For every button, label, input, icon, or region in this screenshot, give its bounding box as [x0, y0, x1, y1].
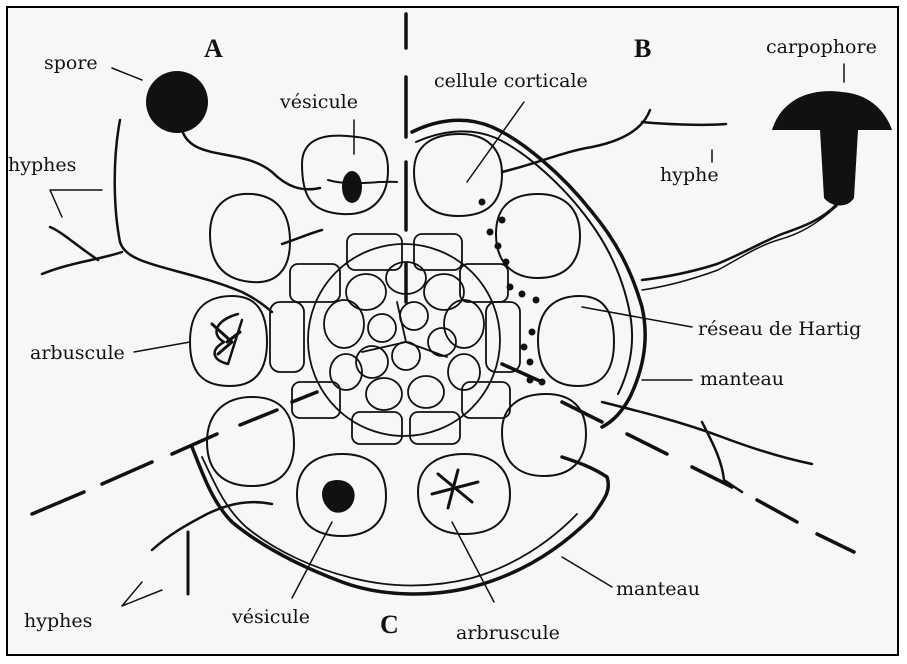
section-a-fungus [42, 71, 397, 364]
carpophore-stipe [820, 130, 858, 206]
spore-shape [146, 71, 208, 133]
label-vesicule-bottom: vésicule [232, 608, 310, 627]
figure-frame: A B C spore vésicule cellule corticale c… [6, 6, 899, 656]
cortical-cell [210, 194, 290, 282]
label-manteau-right: manteau [700, 370, 784, 389]
label-manteau-bottom: manteau [616, 580, 700, 599]
cortical-cell [207, 397, 294, 486]
stele [308, 244, 500, 436]
label-carpophore: carpophore [766, 38, 877, 57]
vesicle-top [342, 171, 362, 203]
cortex-cells [190, 134, 614, 536]
cortical-cell [414, 134, 502, 216]
label-arbruscule-bottom: arbruscule [456, 624, 560, 643]
section-label-a: A [204, 36, 223, 62]
label-spore: spore [44, 54, 98, 73]
label-reseau-hartig: réseau de Hartig [698, 320, 861, 339]
label-hyphes-left: hyphes [8, 156, 76, 175]
label-hyphes-bottom: hyphes [24, 612, 92, 631]
hartig-net-dots [479, 199, 546, 386]
section-label-c: C [380, 612, 399, 638]
carpophore-cap [772, 91, 892, 130]
cortical-cell [302, 136, 388, 215]
label-arbuscule-left: arbuscule [30, 344, 125, 363]
label-vesicule-top: vésicule [280, 93, 358, 112]
vesicle-bottom [322, 480, 355, 513]
cortical-cell [496, 194, 580, 278]
section-b-fungus [412, 91, 892, 492]
cortical-cell [538, 296, 614, 386]
label-hyphe-right: hyphe [660, 166, 719, 185]
label-cellule-corticale: cellule corticale [434, 72, 588, 91]
section-label-b: B [634, 36, 651, 62]
